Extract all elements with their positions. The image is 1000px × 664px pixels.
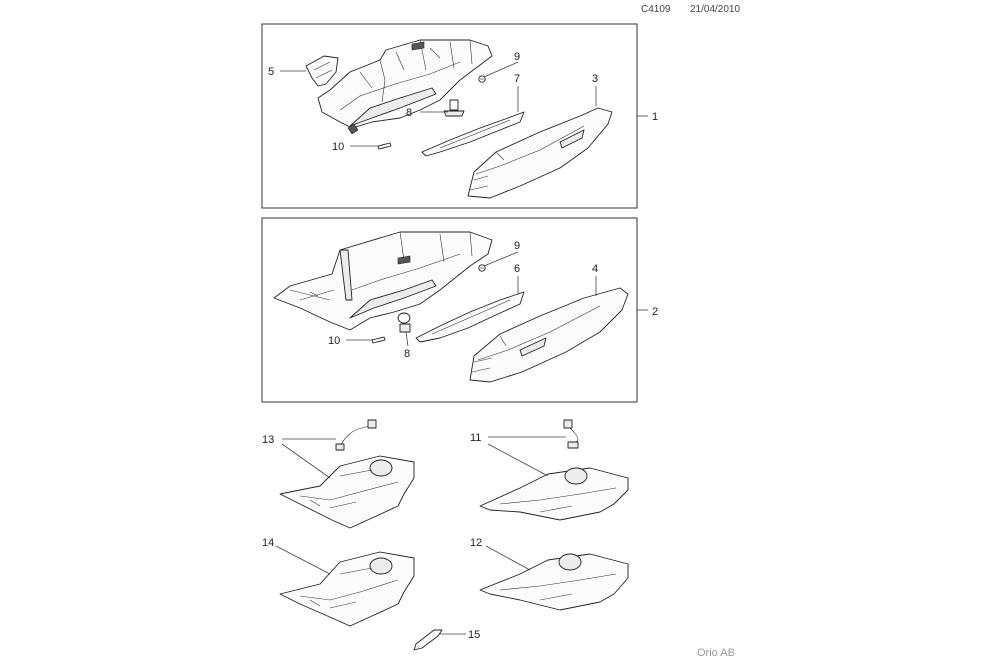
glovebox-lid-3 [467,107,613,199]
damper-8-a [443,99,465,117]
callout-1: 1 [652,111,658,123]
bracket-5 [305,55,339,87]
leader-12 [485,545,531,571]
screw-9-a [478,75,486,83]
clip-10-b [371,336,386,344]
callout-10-b: 10 [328,335,340,347]
trim-strip-7 [421,111,525,157]
leader-13-b [281,443,331,479]
clip-10-a [377,142,392,150]
knee-bolster-13 [279,455,415,529]
callout-14: 14 [262,537,274,549]
callout-12: 12 [470,537,482,549]
leader-9-a [483,61,519,78]
callout-9-b: 9 [514,240,520,252]
callout-5: 5 [268,66,274,78]
callout-10-a: 10 [332,141,344,153]
callout-9-a: 9 [514,51,520,63]
callout-15: 15 [468,629,480,641]
seal-15 [413,629,443,651]
callout-11: 11 [470,432,481,444]
knee-bolster-12 [479,553,629,611]
leader-14 [275,545,331,575]
wire-harness-13 [335,419,377,451]
document-date: 21/04/2010 [690,4,741,15]
knee-bolster-11 [479,467,629,521]
leader-9-b [483,251,519,267]
wire-harness-11 [563,419,579,449]
callout-2: 2 [652,306,658,318]
leader-11-b [487,443,549,477]
glovebox-housing-2 [273,231,493,331]
callout-4: 4 [592,263,598,275]
callout-8-b: 8 [404,348,410,360]
callout-3: 3 [592,73,598,85]
callout-8-a: 8 [406,107,412,119]
glovebox-lid-4 [469,287,629,383]
screw-9-b [478,264,486,272]
callout-13: 13 [262,434,274,446]
leader-8-b [405,331,409,347]
callout-6: 6 [514,263,520,275]
trim-strip-6 [415,291,525,343]
knee-bolster-14 [279,551,415,627]
document-id: C4109 [641,4,671,15]
glovebox-housing-1 [317,39,493,135]
damper-8-b [397,312,411,333]
footer-company: Orio AB [697,647,735,659]
callout-7: 7 [514,73,520,85]
